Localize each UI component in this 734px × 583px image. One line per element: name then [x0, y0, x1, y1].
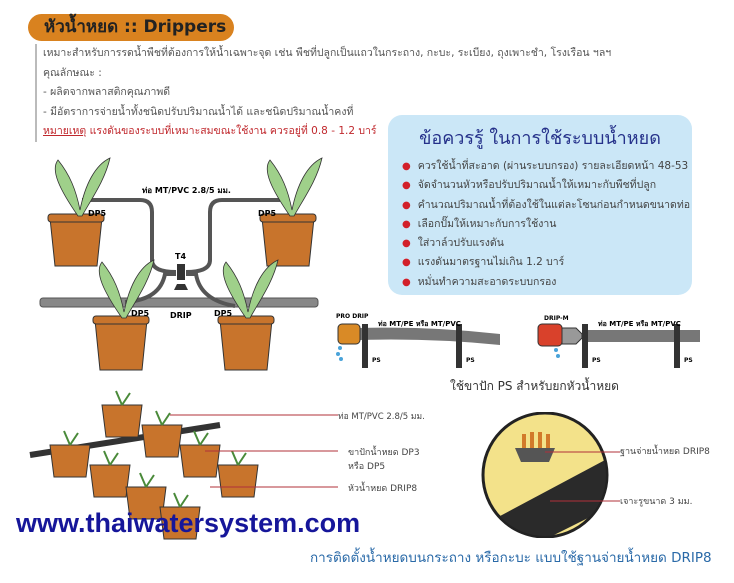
ps-diagram: PRO DRIP DRIP-M ท่อ MT/PE หรือ MT/PVC ท่…	[336, 313, 700, 368]
ps-label: PS	[466, 357, 475, 364]
note-text: แรงดันของระบบที่เหมาะสมขณะใช้งาน ควรอยู่…	[86, 125, 377, 137]
ps-label: PS	[372, 357, 381, 364]
tip-item: แรงดันมาตรฐานไม่เกิน 1.2 บาร์	[402, 253, 690, 272]
drip-m-label: DRIP-M	[544, 315, 569, 322]
dp5-label: DP5	[258, 209, 277, 218]
t4-label: T4	[175, 252, 186, 261]
tips-box: ข้อควรรู้ ในการใช้ระบบน้ำหยด ควรใช้น้ำที…	[388, 115, 692, 295]
feature-item: - ผลิตจากพลาสติกคุณภาพดี	[43, 86, 171, 98]
hole-label: เจาะรูขนาด 3 มม.	[620, 497, 693, 507]
tray-dripper-label: หัวน้ำหยด DRIP8	[348, 484, 418, 494]
dp5-label: DP5	[131, 309, 150, 318]
note-label: หมายเหตุ	[43, 125, 87, 137]
tip-item: หมั่นทำความสะอาดระบบกรอง	[402, 273, 690, 292]
ps-label: PS	[684, 357, 693, 364]
pro-drip-label: PRO DRIP	[336, 313, 369, 320]
tray-stake-label: ขาปักน้ำหยด DP3	[348, 448, 420, 458]
base-label: ฐานจ่ายน้ำหยด DRIP8	[620, 447, 710, 457]
tip-item: ควรใช้น้ำที่สะอาด (ผ่านระบบกรอง) รายละเอ…	[402, 157, 690, 176]
features-heading: คุณลักษณะ :	[43, 66, 102, 79]
pipe-label: ท่อ MT/PE หรือ MT/PVC	[598, 320, 681, 328]
dp5-label: DP5	[88, 209, 107, 218]
page-title: หัวน้ำหยด :: Drippers	[28, 14, 234, 41]
ps-label: PS	[592, 357, 601, 364]
circle-diagram	[481, 412, 620, 538]
description: เหมาะสำหรับการรดน้ำพืชที่ต้องการให้น้ำเฉ…	[43, 47, 612, 59]
tray-diagram	[29, 390, 338, 540]
ps-caption: ใช้ขาปัก PS สำหรับยกหัวน้ำหยด	[450, 379, 619, 393]
tray-stake-label-2: หรือ DP5	[348, 462, 386, 472]
tip-item: ใส่วาล์วปรับแรงดัน	[402, 234, 690, 253]
feature-item: - มีอัตราการจ่ายน้ำทั้งชนิดปรับปริมาณน้ำ…	[43, 105, 354, 118]
tips-list: ควรใช้น้ำที่สะอาด (ผ่านระบบกรอง) รายละเอ…	[402, 157, 690, 292]
tray-pipe-label: ท่อ MT/PVC 2.8/5 มม.	[338, 412, 425, 422]
tip-item: เลือกปั๊มให้เหมาะกับการใช้งาน	[402, 215, 690, 234]
drip-label: DRIP	[170, 311, 192, 320]
pipe-label: ท่อ MT/PE หรือ MT/PVC	[378, 320, 461, 328]
intro-text: เหมาะสำหรับการรดน้ำพืชที่ต้องการให้น้ำเฉ…	[35, 44, 611, 142]
website-url: www.thaiwatersystem.com	[16, 508, 361, 538]
pot-diagram: ท่อ MT/PVC 2.8/5 มม. T4 DRIP DP5 DP5 DP5…	[39, 157, 323, 371]
dp5-label: DP5	[214, 309, 233, 318]
pipe-label: ท่อ MT/PVC 2.8/5 มม.	[142, 186, 231, 195]
tips-heading: ข้อควรรู้ ในการใช้ระบบน้ำหยด	[419, 128, 661, 149]
install-caption: การติดตั้งน้ำหยดบนกระถาง หรือกะบะ แบบใช้…	[310, 550, 712, 566]
tip-item: คำนวณปริมาณน้ำที่ต้องใช้ในแต่ละโซนก่อนกำ…	[402, 196, 690, 215]
note: หมายเหตุ แรงดันของระบบที่เหมาะสมขณะใช้งา…	[43, 122, 611, 142]
tip-item: จัดจำนวนหัวหรือปรับปริมาณน้ำให้เหมาะกับพ…	[402, 176, 690, 195]
